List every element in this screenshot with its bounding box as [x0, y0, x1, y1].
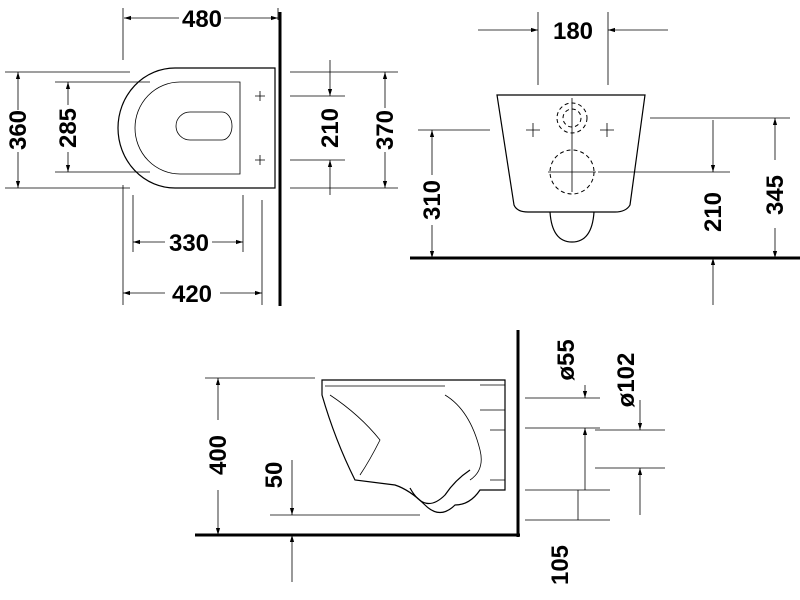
- dim-diameter-102: ø102: [613, 353, 640, 408]
- bowl-opening: [175, 111, 233, 141]
- dim-480: 480: [182, 6, 222, 33]
- dim-420: 420: [172, 281, 212, 308]
- dim-diameter-55: ø55: [553, 339, 580, 380]
- dim-105: 105: [547, 545, 574, 585]
- side-view: 400 50 ø55 ø102 105: [195, 330, 665, 585]
- dim-210-top: 210: [317, 108, 344, 148]
- bowl-side-outline: [321, 379, 506, 514]
- dim-370: 370: [372, 110, 399, 150]
- top-view: 480 360 285 210 370 330 420: [5, 6, 399, 308]
- dim-345: 345: [762, 175, 789, 215]
- dim-360: 360: [5, 110, 32, 150]
- front-view: 180 310 210 345: [410, 12, 800, 305]
- bowl-outline: [117, 67, 276, 189]
- outlet-outline: [549, 211, 595, 243]
- bowl-front-outline: [496, 94, 646, 213]
- seat-outline: [134, 81, 241, 175]
- dim-50: 50: [261, 462, 288, 489]
- dim-285: 285: [55, 108, 82, 148]
- fixing-marks: [255, 91, 265, 165]
- dim-400: 400: [205, 435, 232, 475]
- dim-210-front: 210: [700, 192, 727, 232]
- trap-outline: [409, 469, 471, 504]
- dim-330: 330: [169, 230, 209, 257]
- dim-310: 310: [419, 180, 446, 220]
- dim-180: 180: [553, 18, 593, 45]
